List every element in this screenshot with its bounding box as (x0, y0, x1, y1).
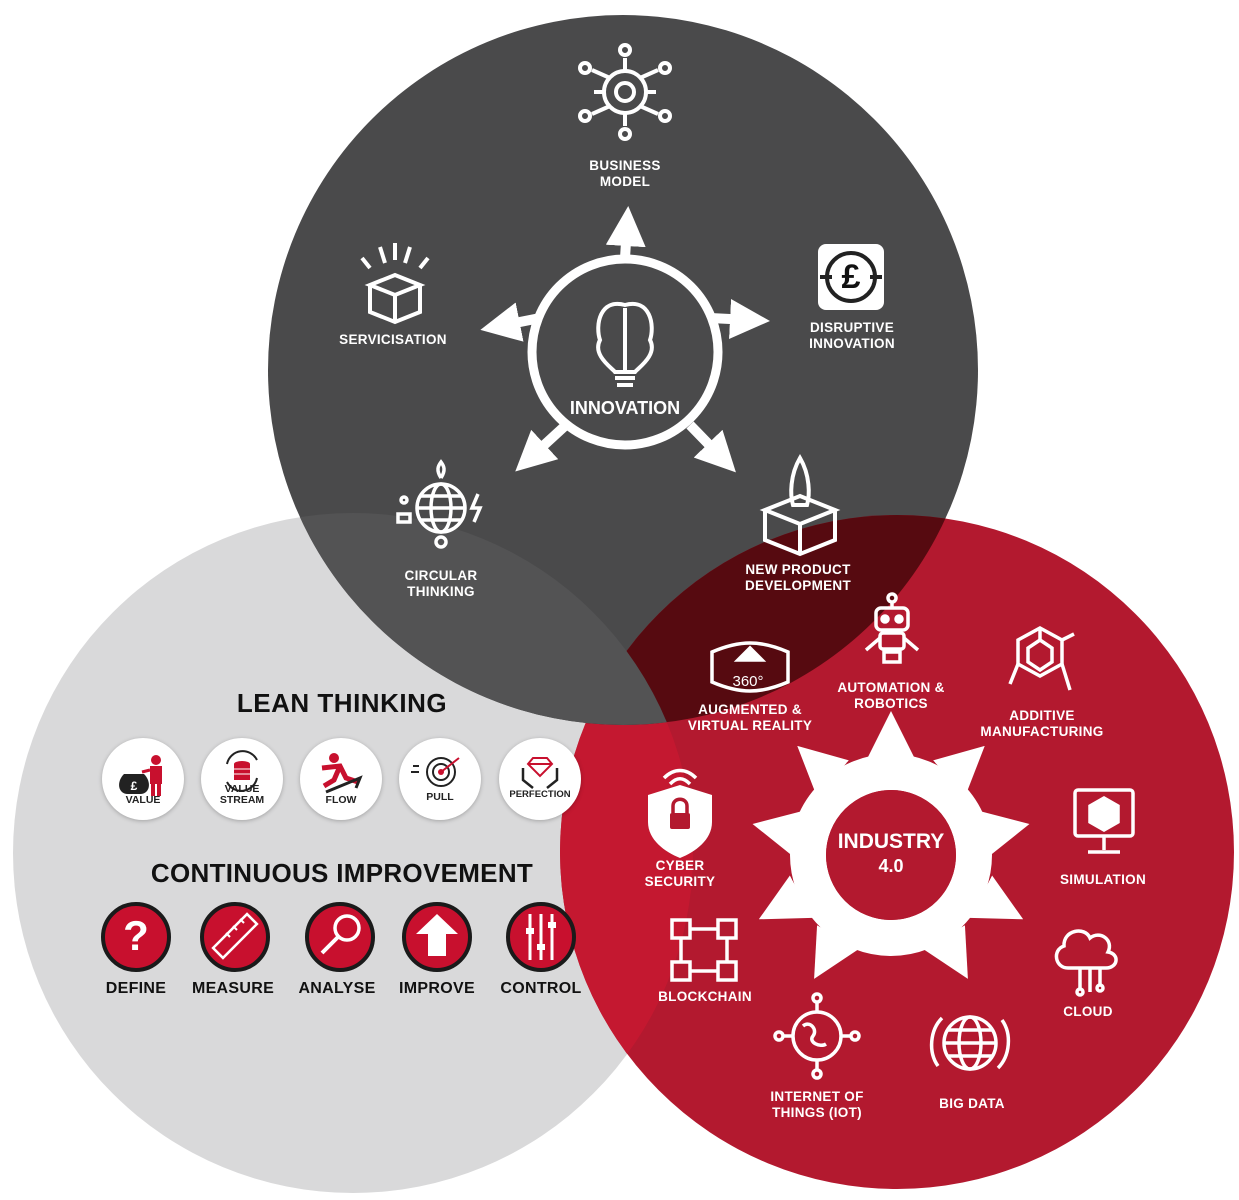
gem-hands-icon (521, 757, 559, 789)
define-label: DEFINE (105, 980, 167, 997)
perfection-badge-label: PERFECTION (509, 789, 571, 800)
blockchain-label: BLOCKCHAIN (658, 989, 752, 1004)
robot-icon (864, 592, 920, 664)
coin-stack-cycle-icon (226, 750, 258, 792)
automation-label: AUTOMATION &ROBOTICS (837, 680, 945, 712)
value-stream-badge-label: VALUE STREAM (219, 783, 265, 807)
blockchain-icon (670, 918, 738, 982)
brain-bulb-icon (596, 301, 654, 387)
industry-hub-label: INDUSTRY 4.0 (837, 830, 945, 876)
cloud-label: CLOUD (1063, 1004, 1113, 1019)
pound-symbol: £ (841, 258, 861, 296)
ar-vr-label: AUGMENTED &VIRTUAL REALITY (687, 702, 813, 734)
big-data-globe-icon (929, 1015, 1011, 1071)
shield-lock-icon (648, 768, 712, 858)
vr-360-label: 360° (732, 673, 764, 690)
rocket-box-icon (759, 454, 841, 557)
money-bag-person-icon: £ (119, 755, 162, 796)
flow-badge: FLOW (300, 738, 382, 820)
molecule-lattice-icon (1008, 626, 1075, 691)
control-label: CONTROL (500, 980, 582, 997)
open-box-icon (360, 243, 430, 325)
innovation-hub (480, 206, 770, 473)
target-icon (411, 757, 460, 787)
industry-gear-hub (752, 711, 1030, 979)
globe-cycle-icon (396, 459, 483, 549)
value-stream-badge: VALUE STREAM (201, 738, 283, 820)
simulation-monitor-icon (1073, 788, 1135, 854)
simulation-label: SIMULATION (1060, 872, 1146, 887)
pull-badge: PULL (399, 738, 481, 820)
runner-icon (321, 753, 363, 794)
ci-icons (101, 902, 576, 972)
pound-coin-icon (818, 244, 884, 310)
industry-hub-center (826, 790, 956, 920)
servicisation-label: SERVICISATION (339, 332, 447, 347)
question-mark-icon: ? (123, 912, 149, 959)
iot-globe-icon (773, 992, 861, 1080)
innovation-hub-label: INNOVATION (569, 398, 681, 418)
lean-thinking-title: LEAN THINKING (236, 688, 448, 718)
improve-icon (402, 902, 472, 972)
value-badge-label: VALUE (125, 794, 161, 806)
continuous-improvement-title: CONTINUOUS IMPROVEMENT (150, 858, 534, 888)
lean-innovation-overlap (268, 513, 693, 725)
vr-360-icon (710, 641, 790, 693)
perfection-badge: PERFECTION (499, 738, 581, 820)
business-model-icon (578, 43, 672, 141)
analyse-label: ANALYSE (298, 980, 376, 997)
control-icon (506, 902, 576, 972)
define-icon (101, 902, 171, 972)
big-data-label: BIG DATA (939, 1096, 1005, 1111)
value-badge: £ VALUE (102, 738, 184, 820)
improve-label: IMPROVE (399, 980, 475, 997)
flow-badge-label: FLOW (325, 794, 357, 806)
pull-badge-label: PULL (426, 791, 454, 803)
cloud-icon (1054, 929, 1118, 997)
measure-icon (200, 902, 270, 972)
measure-label: MEASURE (191, 980, 275, 997)
svg-text:£: £ (131, 779, 138, 793)
analyse-icon (305, 902, 375, 972)
